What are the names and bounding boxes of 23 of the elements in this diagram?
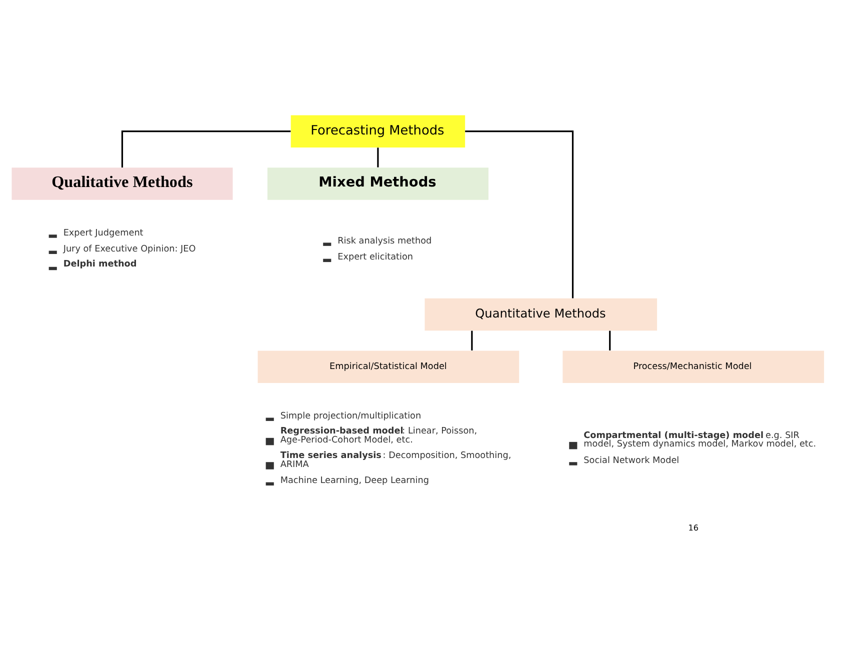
node-label: Time series analysis: Decomposition, Smoothing, ARIMA: [280, 450, 512, 470]
node-label: Jury of Executive Opinion: JEO: [63, 244, 196, 254]
connector: [609, 330, 611, 350]
label: 16: [688, 522, 698, 532]
node-label: Risk analysis method: [338, 236, 432, 246]
connector: [471, 330, 473, 350]
node-label: Machine Learning, Deep Learning: [280, 475, 429, 486]
node-box: Qualitative Methods: [12, 167, 233, 200]
node-label: Expert elicitation: [338, 252, 414, 262]
node-box: Quantitative Methods: [424, 298, 658, 330]
connector: [377, 147, 379, 167]
node-box: Process/Mechanistic Model: [562, 350, 824, 383]
node-label: Regression-based model: Linear, Poisson, Age-Period-Cohort Model, etc.: [280, 426, 478, 446]
connector: [121, 130, 291, 167]
node-label: Social Network Model: [584, 455, 680, 466]
node-label: Expert Judgement: [63, 228, 144, 238]
connector: [465, 130, 574, 298]
node-box: Mixed Methods: [267, 167, 488, 200]
node-label: Compartmental (multi-stage) model e.g. SIR model, System dynamics model, Markov model, etc.: [584, 430, 816, 450]
node-box: Forecasting Methods: [290, 114, 466, 147]
node-box: Empirical/Statistical Model: [258, 350, 520, 383]
node-label: Delphi method: [63, 259, 137, 270]
node-label: Simple projection/multiplication: [280, 410, 422, 421]
